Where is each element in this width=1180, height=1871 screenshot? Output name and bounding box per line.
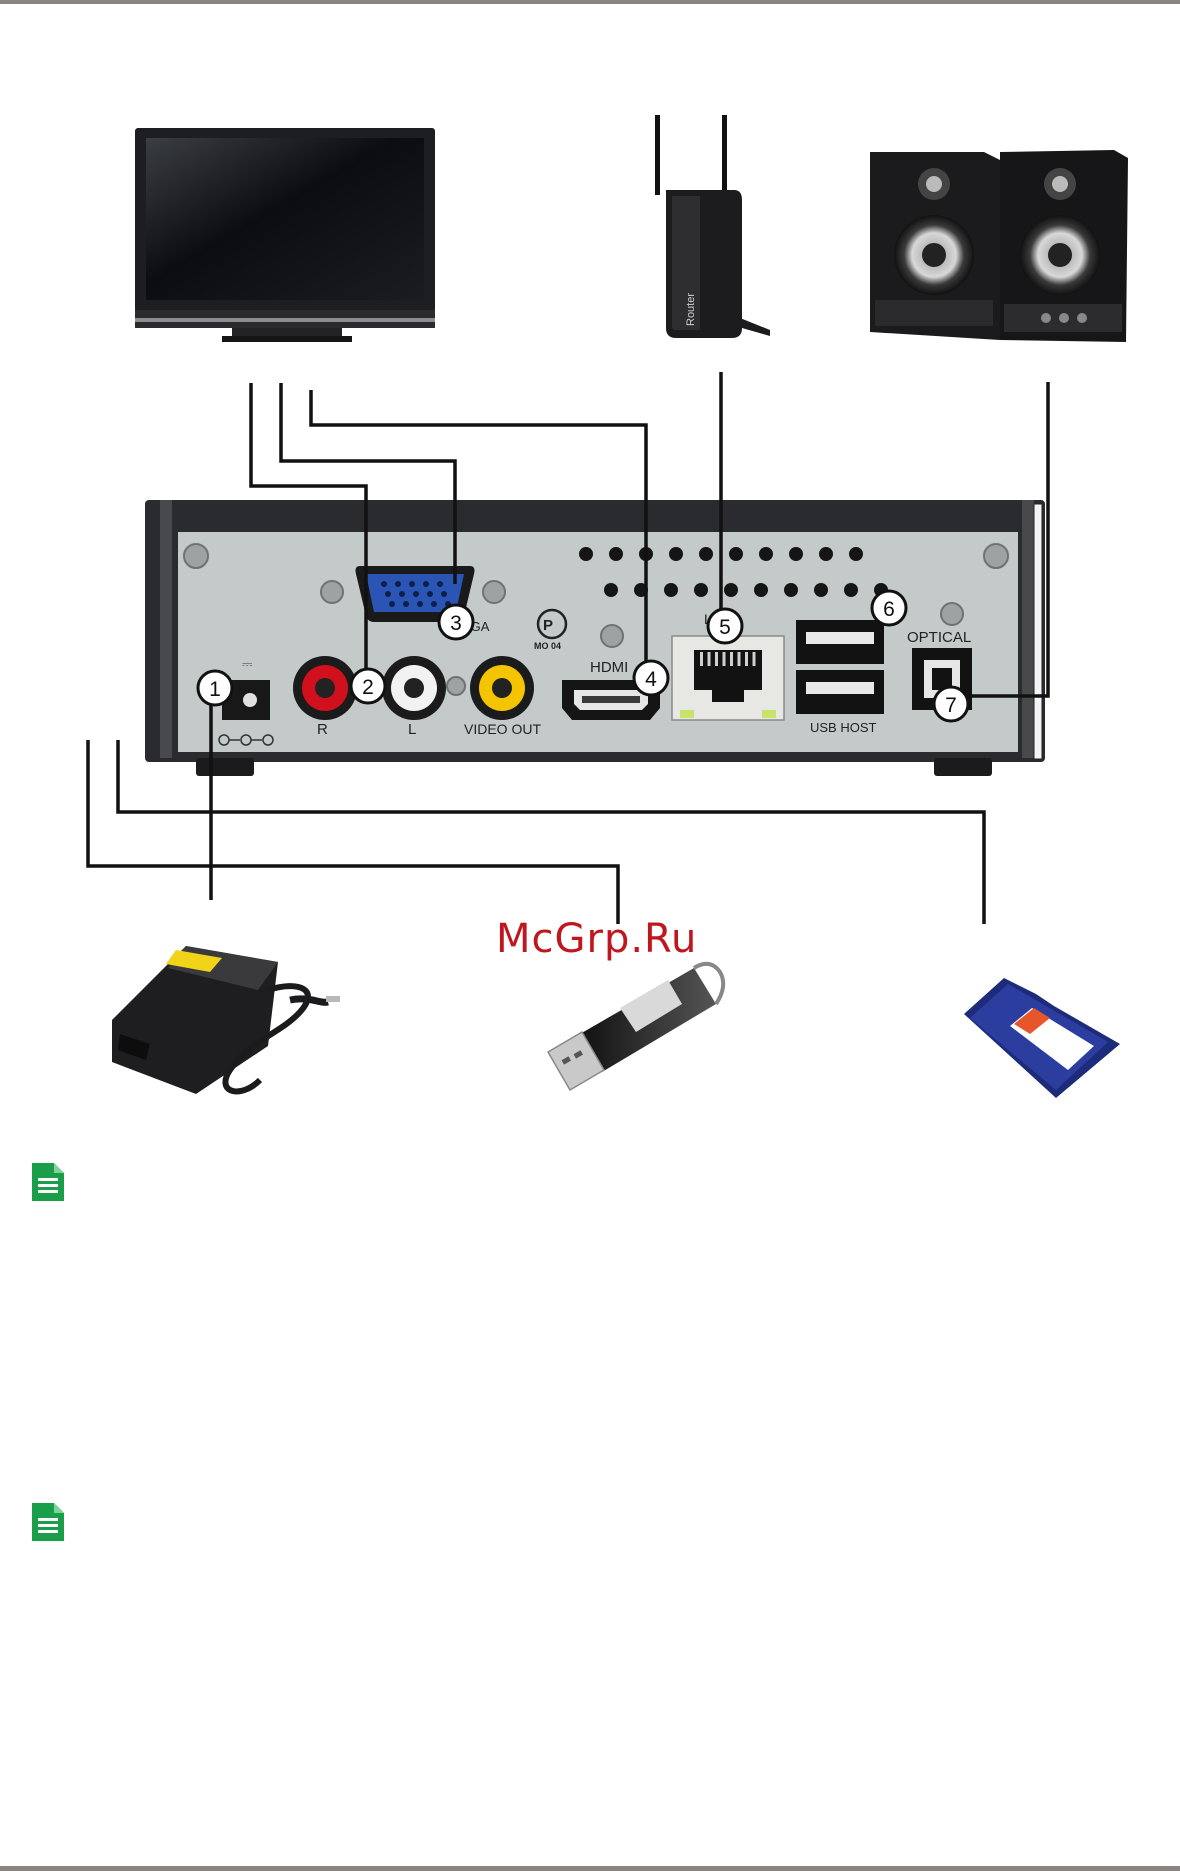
- optical-label: OPTICAL: [907, 629, 971, 646]
- note-icon: [32, 1503, 64, 1541]
- sd-card-illustration: [964, 978, 1120, 1098]
- audio-l-label: L: [408, 721, 416, 738]
- callout-2: 2: [351, 669, 385, 703]
- svg-text:4: 4: [645, 668, 657, 691]
- dc-symbol: ⎓: [242, 656, 252, 671]
- callout-1: 1: [198, 671, 232, 705]
- rca-yellow-jack: [470, 656, 534, 720]
- router-label: Router: [685, 293, 697, 326]
- svg-text:3: 3: [450, 612, 462, 635]
- lan-port: [672, 636, 784, 720]
- svg-text:P: P: [543, 617, 553, 634]
- callout-7: 7: [934, 687, 968, 721]
- svg-text:6: 6: [883, 598, 895, 621]
- watermark: McGrp.Ru: [496, 916, 697, 962]
- rca-white-jack: [382, 656, 446, 720]
- speakers-illustration: [870, 150, 1128, 342]
- usb-flash-drive-illustration: [548, 964, 723, 1090]
- callout-3: 3: [439, 605, 473, 639]
- svg-text:MO 04: MO 04: [534, 641, 561, 651]
- note-icon: [32, 1163, 64, 1201]
- rca-red-jack: [293, 656, 357, 720]
- callout-5: 5: [708, 609, 742, 643]
- callout-6: 6: [872, 591, 906, 625]
- bottom-rule: [0, 1866, 1180, 1871]
- router-illustration: Router: [655, 115, 770, 338]
- svg-text:1: 1: [209, 678, 221, 701]
- audio-r-label: R: [317, 721, 328, 738]
- svg-text:5: 5: [719, 616, 731, 639]
- svg-text:2: 2: [362, 676, 374, 699]
- tv-illustration: [135, 128, 435, 342]
- usb-host-label: USB HOST: [810, 720, 877, 735]
- svg-text:7: 7: [945, 694, 957, 717]
- callout-4: 4: [634, 661, 668, 695]
- power-adapter-illustration: [112, 946, 340, 1094]
- player-rear-panel: ⎓ R L VIDEO OUT: [145, 500, 1045, 776]
- video-out-label: VIDEO OUT: [464, 721, 541, 737]
- hdmi-label: HDMI: [590, 659, 628, 676]
